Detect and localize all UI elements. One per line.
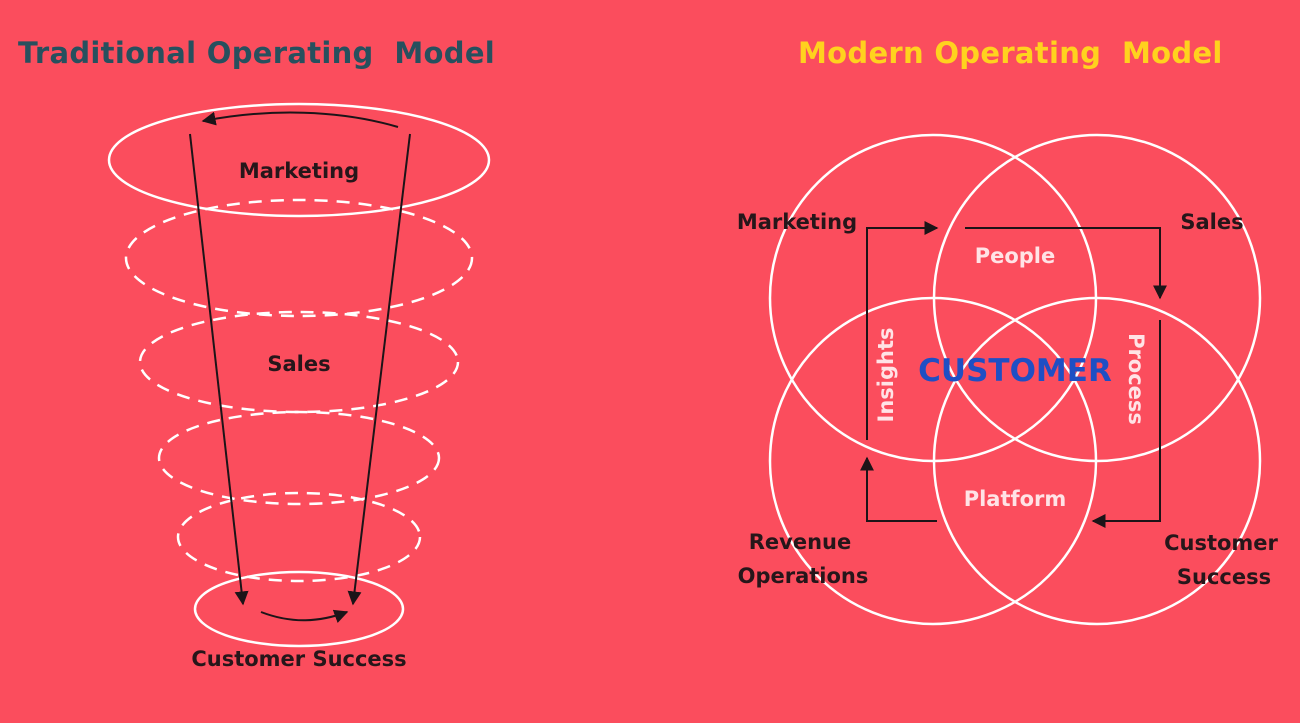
funnel-right-arrow (347, 133, 411, 606)
funnel-label-marketing: Marketing (239, 159, 359, 183)
funnel-dashed-ellipse (176, 491, 422, 583)
venn-arrow-bottom-left (860, 456, 937, 522)
funnel-top-arrow (201, 111, 399, 128)
venn-label-success: Success (1177, 565, 1271, 589)
funnel-label-sales: Sales (267, 352, 330, 376)
funnel-left-arrow (189, 133, 249, 606)
venn-circle-bottom-right (932, 296, 1262, 626)
venn-pillar-people: People (975, 244, 1056, 268)
modern-model-title: Modern Operating Model (798, 36, 1223, 70)
venn-arrow-right-down (1091, 320, 1161, 528)
venn-diagram: CUSTOMER People Platform Insights Proces… (737, 133, 1279, 626)
venn-label-operations: Operations (738, 564, 869, 588)
venn-pillar-platform: Platform (964, 487, 1067, 511)
venn-arrow-top-right (965, 227, 1167, 300)
funnel-diagram: Marketing Sales Customer Success (107, 102, 491, 671)
funnel-bottom-arrow (260, 609, 349, 623)
funnel-label-customer-success: Customer Success (191, 647, 406, 671)
venn-label-revenue: Revenue (749, 530, 852, 554)
venn-circle-bottom-left (768, 296, 1098, 626)
venn-arrow-left-up (866, 221, 939, 440)
venn-pillar-insights: Insights (874, 328, 898, 423)
venn-pillar-process: Process (1124, 333, 1148, 425)
funnel-bottom-ellipse (193, 570, 405, 648)
venn-center-customer: CUSTOMER (918, 353, 1112, 389)
traditional-model-title: Traditional Operating Model (18, 36, 496, 70)
funnel-dashed-ellipse (157, 410, 441, 506)
funnel-top-ellipse (107, 102, 491, 218)
funnel-dashed-ellipse (124, 198, 474, 318)
funnel-dashed-ellipse (138, 310, 460, 414)
venn-label-sales: Sales (1180, 210, 1243, 234)
venn-label-customer: Customer (1164, 531, 1278, 555)
venn-label-marketing: Marketing (737, 210, 857, 234)
